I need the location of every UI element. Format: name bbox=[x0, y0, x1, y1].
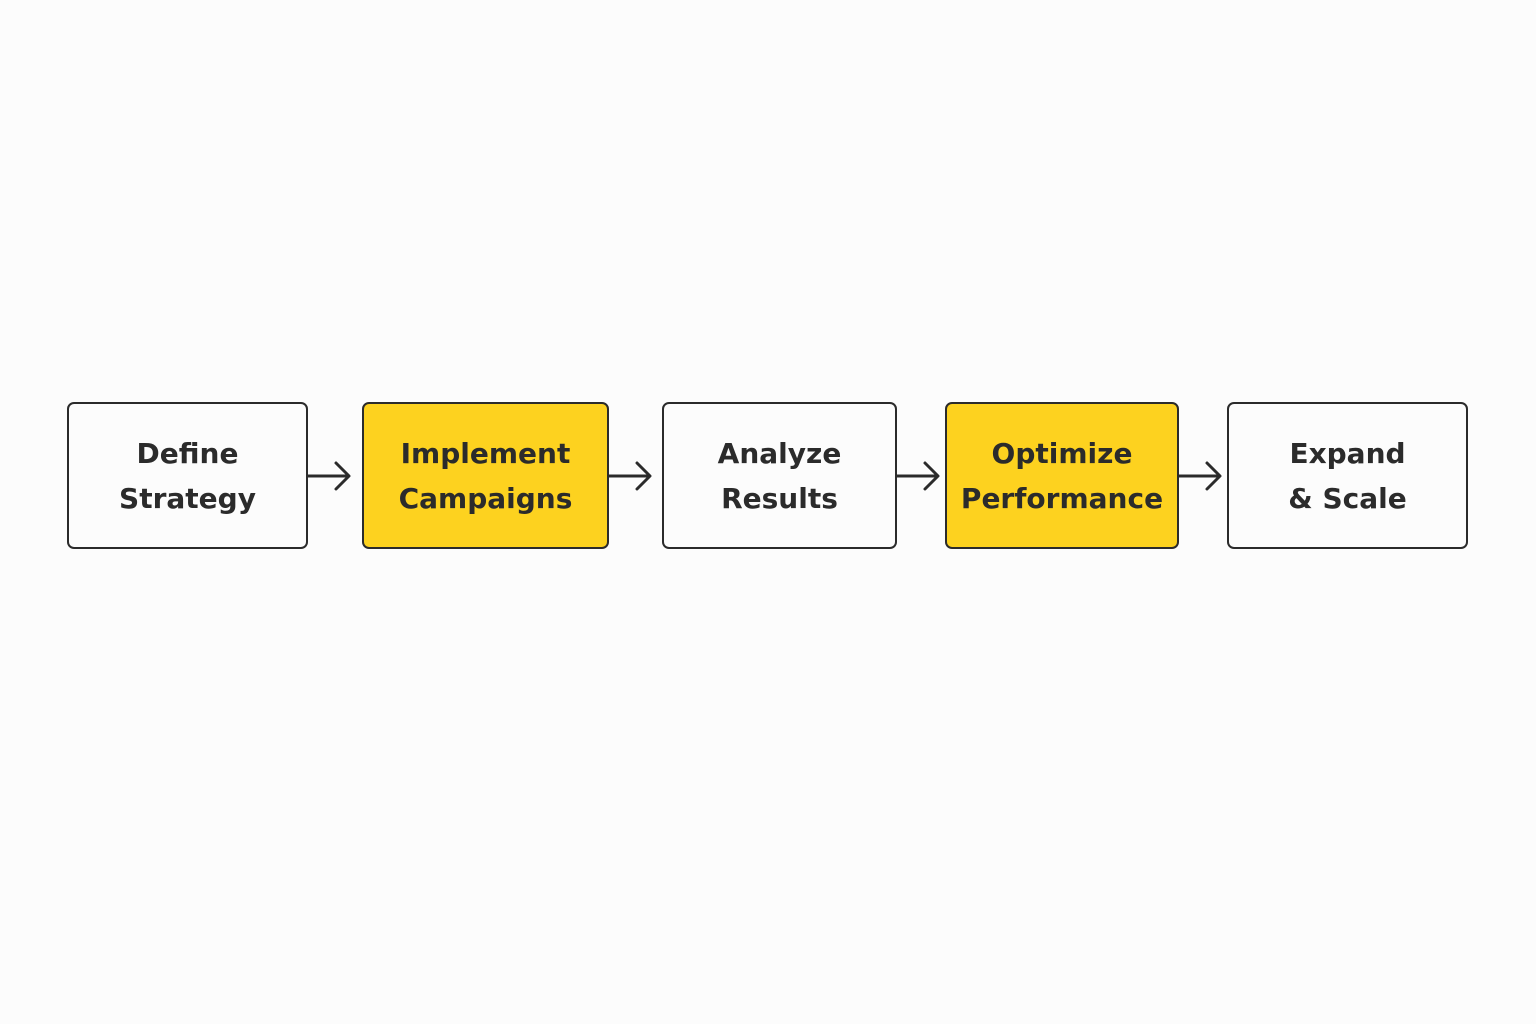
step-label-line: Expand bbox=[1289, 436, 1406, 470]
step-label-line: Optimize bbox=[991, 436, 1133, 470]
step-label-line: Implement bbox=[400, 436, 571, 470]
right-arrow-icon bbox=[607, 461, 652, 491]
step-label-line: Define bbox=[136, 436, 239, 470]
step-label-line: Performance bbox=[960, 481, 1164, 515]
step-label-line: & Scale bbox=[1288, 481, 1407, 515]
step-expand-scale: Expand & Scale bbox=[1227, 402, 1468, 549]
step-label: Implement Campaigns bbox=[399, 431, 573, 521]
step-implement-campaigns: Implement Campaigns bbox=[362, 402, 609, 549]
step-label: Define Strategy bbox=[119, 431, 256, 521]
right-arrow-icon bbox=[306, 461, 351, 491]
step-optimize-performance: Optimize Performance bbox=[945, 402, 1179, 549]
right-arrow-icon bbox=[895, 461, 940, 491]
step-label-line: Results bbox=[721, 481, 838, 515]
step-label: Expand & Scale bbox=[1288, 431, 1406, 521]
step-label-line: Strategy bbox=[119, 481, 256, 515]
right-arrow-icon bbox=[1177, 461, 1222, 491]
step-label-line: Campaigns bbox=[398, 481, 573, 515]
step-analyze-results: Analyze Results bbox=[662, 402, 897, 549]
step-label: Optimize Performance bbox=[961, 431, 1163, 521]
step-label: Analyze Results bbox=[718, 431, 842, 521]
step-label-line: Analyze bbox=[717, 436, 842, 470]
step-define-strategy: Define Strategy bbox=[67, 402, 308, 549]
